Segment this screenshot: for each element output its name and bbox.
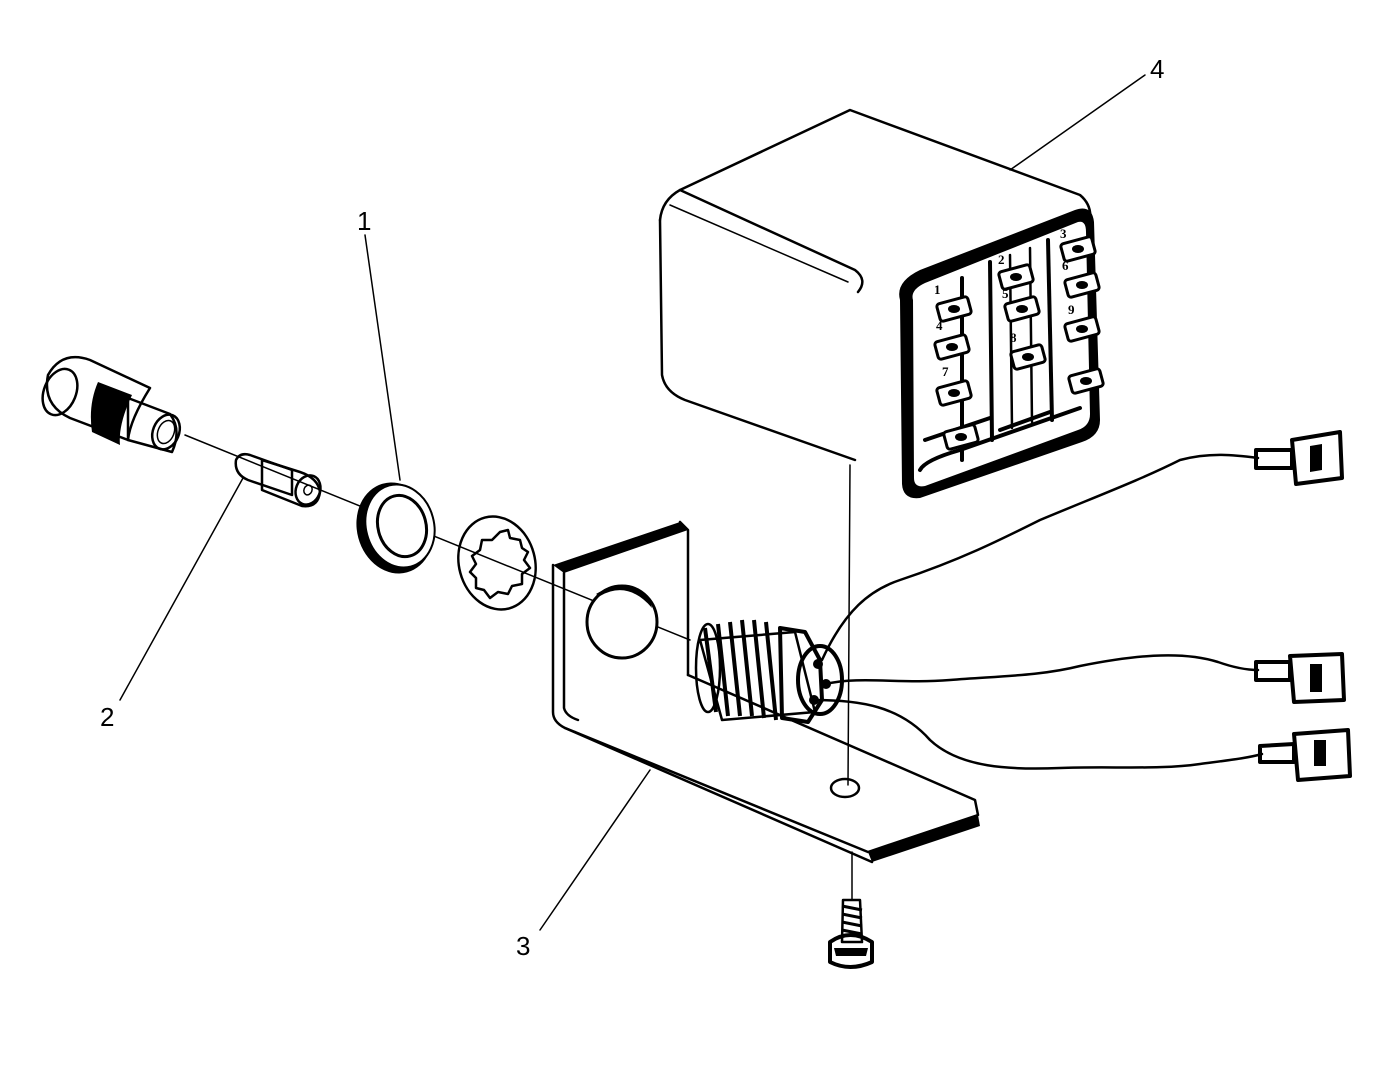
callout-1: 1 [357, 206, 371, 236]
bezel-ring [356, 482, 436, 574]
vertical-axis-line [847, 464, 853, 901]
callout-3: 3 [516, 931, 530, 961]
relay-pin-label-3: 3 [1060, 226, 1067, 241]
bulb [234, 452, 322, 508]
relay-pin-label-6: 6 [1062, 258, 1069, 273]
relay: 1 4 7 2 5 8 3 6 9 [658, 108, 1105, 499]
callout-4: 4 [1150, 54, 1164, 84]
mounting-screw [828, 898, 874, 969]
lock-washer [457, 515, 537, 611]
lamp-socket [694, 619, 844, 724]
relay-pin-label-2: 2 [998, 252, 1005, 267]
spade-terminal-1 [1254, 430, 1344, 486]
relay-pin-label-4: 4 [936, 318, 943, 333]
leader-lines [119, 74, 1146, 931]
relay-pin-label-1: 1 [934, 282, 941, 297]
mounting-bracket [551, 520, 980, 864]
lamp-cap-housing [41, 355, 182, 454]
relay-pin-label-5: 5 [1002, 286, 1009, 301]
wire-harness [812, 453, 1264, 770]
spade-terminal-3 [1258, 728, 1352, 782]
relay-pin-label-9: 9 [1068, 302, 1075, 317]
relay-pin-label-8: 8 [1010, 330, 1017, 345]
spade-terminal-2 [1254, 652, 1346, 704]
relay-pin-label-7: 7 [942, 364, 949, 379]
callout-2: 2 [100, 702, 114, 732]
